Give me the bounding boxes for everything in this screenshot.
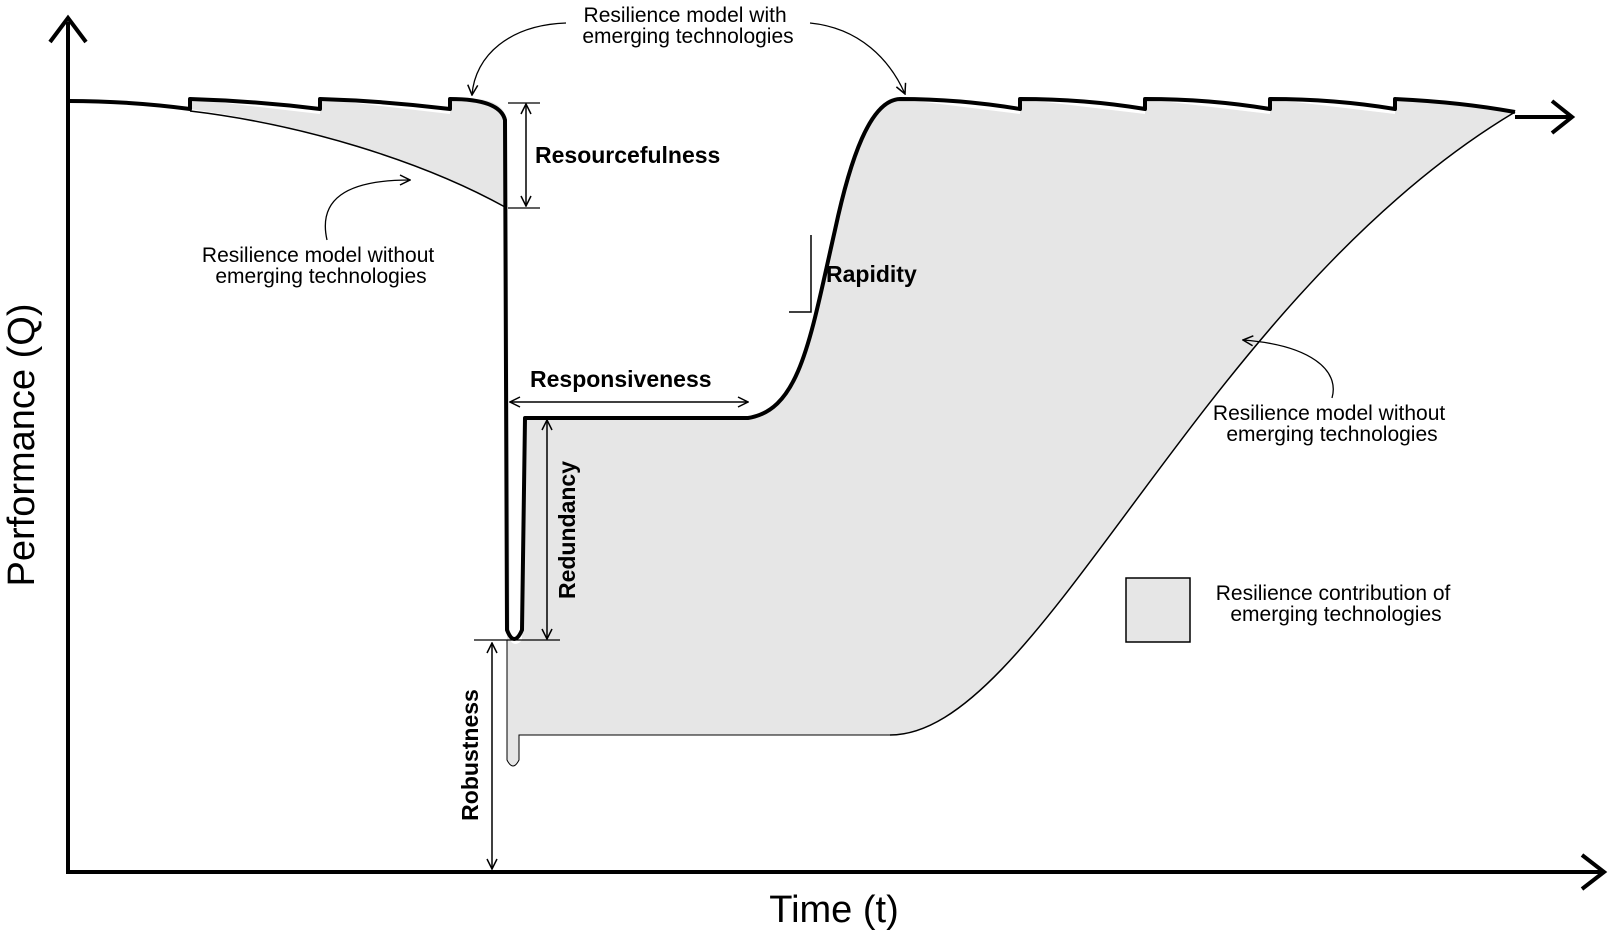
redundancy-label: Redundancy (554, 461, 580, 599)
callout-arrow-with-tech-left (472, 22, 567, 95)
y-axis-label: Performance (Q) (1, 304, 43, 587)
without-tech-annotation-left: Resilience model without emerging techno… (202, 244, 440, 288)
with-tech-annotation-line1: Resilience model with (584, 4, 787, 27)
without-tech-left-line1: Resilience model without (202, 244, 434, 267)
responsiveness-label: Responsiveness (530, 366, 712, 392)
with-tech-resilience-curve (67, 97, 1516, 641)
performance-level-arrowhead (1550, 99, 1576, 135)
resourcefulness-label: Resourcefulness (535, 142, 720, 168)
legend-label-line2: emerging technologies (1230, 603, 1441, 626)
legend-swatch (1125, 577, 1191, 643)
robustness-label: Robustness (457, 689, 483, 821)
without-tech-recovery-curve (889, 111, 1516, 736)
contribution-shaded-area (190, 99, 1515, 766)
rapidity-label: Rapidity (826, 261, 917, 287)
without-tech-right-line2: emerging technologies (1226, 423, 1437, 446)
without-tech-right-line1: Resilience model without (1213, 402, 1445, 425)
rapidity-triangle (789, 235, 812, 313)
with-tech-annotation-line2: emerging technologies (582, 25, 793, 48)
without-tech-annotation-right: Resilience model without emerging techno… (1213, 402, 1451, 446)
legend-label: Resilience contribution of emerging tech… (1216, 582, 1456, 626)
legend-label-line1: Resilience contribution of (1216, 582, 1451, 605)
callout-arrow-with-tech-right (809, 22, 905, 94)
with-tech-annotation: Resilience model with emerging technolog… (582, 4, 793, 48)
without-tech-left-line2: emerging technologies (215, 265, 426, 288)
without-tech-low-path (506, 640, 890, 767)
x-axis-label: Time (t) (769, 889, 898, 931)
callout-arrow-without-tech-left (324, 180, 410, 241)
callout-arrow-without-tech-right (1243, 340, 1334, 399)
x-axis-arrowhead (1580, 853, 1608, 891)
y-axis-arrowhead (48, 14, 88, 44)
without-tech-decline-curve (189, 110, 506, 208)
